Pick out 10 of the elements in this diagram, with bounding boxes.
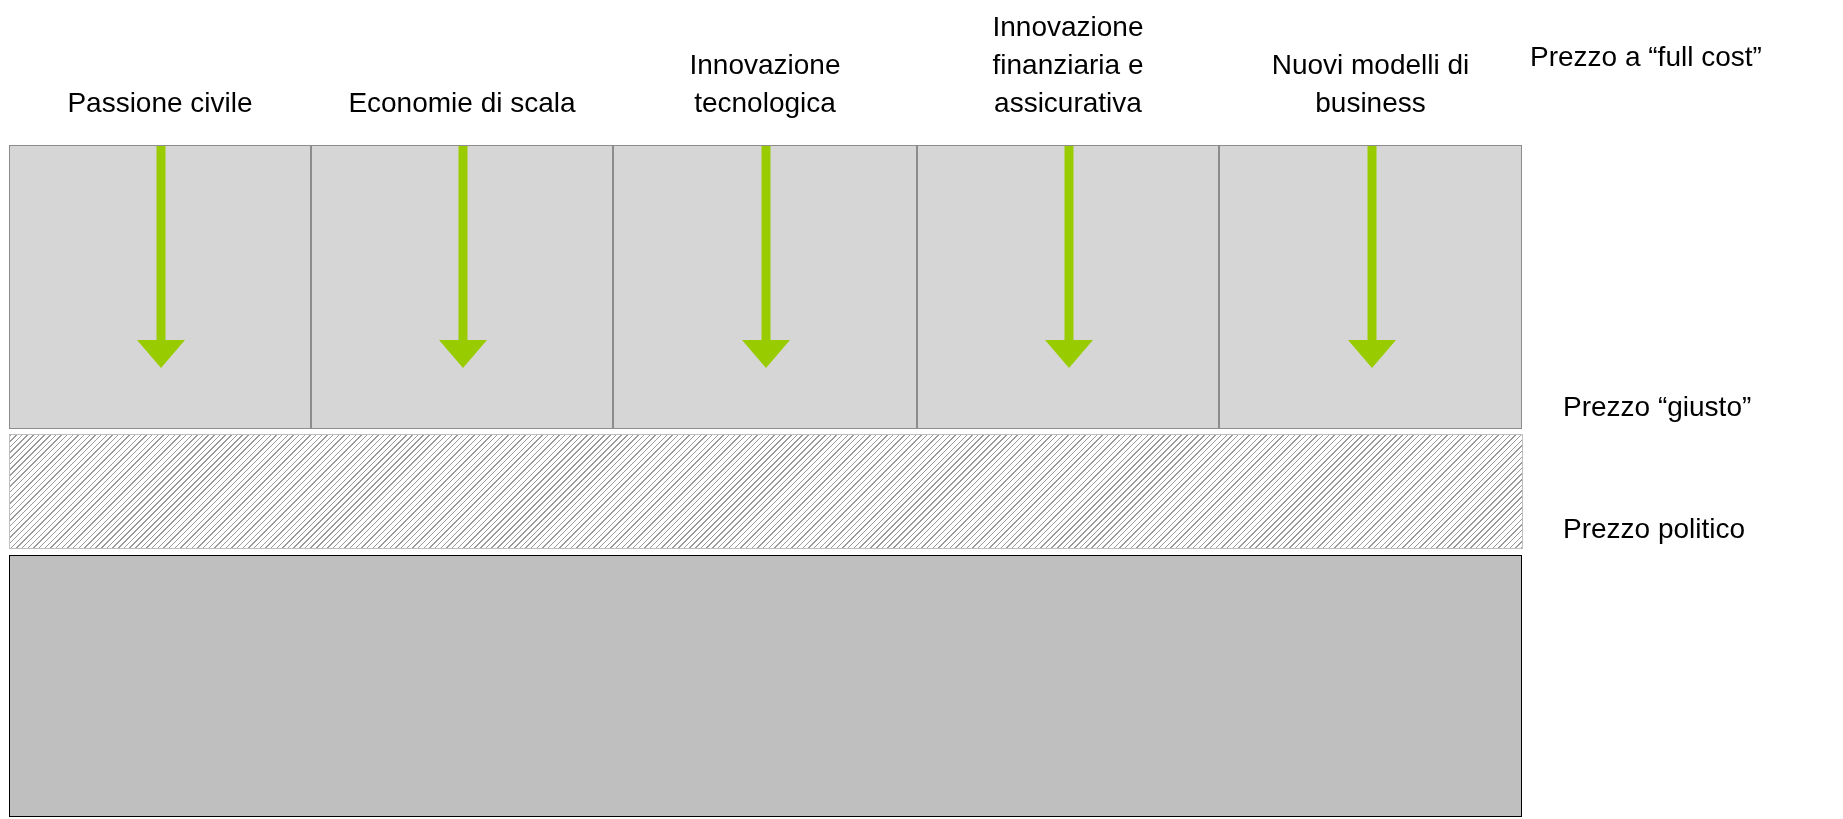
column-heading: Nuovi modelli di business — [1270, 48, 1471, 120]
price-label: Prezzo politico — [1563, 512, 1746, 546]
price-label: Prezzo a “full cost” — [1530, 40, 1762, 74]
base-block — [9, 555, 1522, 817]
hatched-band — [9, 434, 1523, 549]
column-heading: Passione civile — [66, 86, 254, 120]
price-label: Prezzo “giusto” — [1563, 390, 1752, 424]
column-heading: Economie di scala — [347, 86, 577, 120]
column-heading: Innovazione tecnologica — [688, 48, 842, 120]
column-heading: Innovazione finanziaria e assicurativa — [991, 10, 1145, 120]
